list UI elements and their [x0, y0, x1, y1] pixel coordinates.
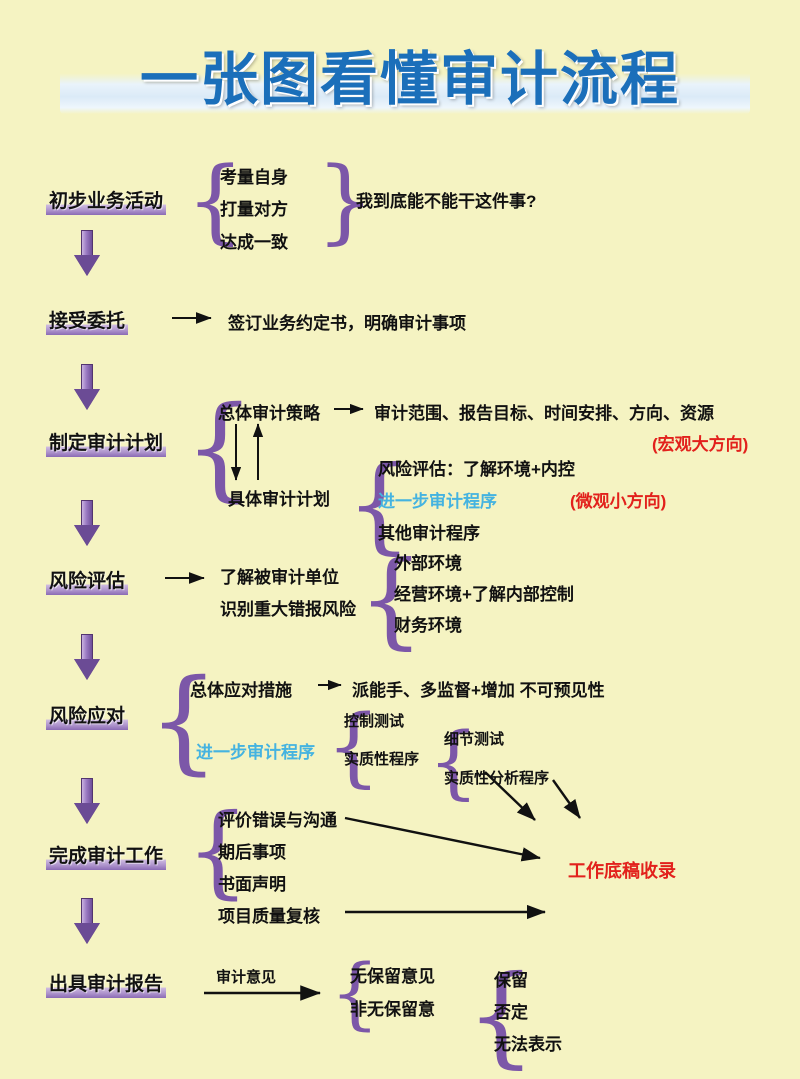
- risk-response-overall-detail: 派能手、多监督+增加 不可预见性: [352, 681, 605, 700]
- plan-detail-item-2: 其他审计程序: [378, 524, 480, 543]
- brace-open-substantive: {: [428, 715, 479, 808]
- risk-assess-sub-1: 经营环境+了解内部控制: [394, 585, 574, 604]
- brace-open-further: {: [326, 697, 381, 797]
- plan-detail-label: 具体审计计划: [228, 490, 330, 509]
- down-arrow-icon-3: [74, 500, 100, 546]
- risk-response-further-label: 进一步审计程序: [196, 743, 315, 762]
- step-label-risk-assess[interactable]: 风险评估: [46, 566, 129, 595]
- plan-strategy-note: (宏观大方向): [652, 435, 749, 454]
- preliminary-item-2: 达成一致: [220, 233, 288, 252]
- complete-item-1: 期后事项: [218, 843, 286, 862]
- title-band: [60, 36, 750, 114]
- step-label-accept[interactable]: 接受委托: [46, 306, 129, 335]
- down-arrow-icon-1: [74, 230, 100, 276]
- complete-item-2: 书面声明: [218, 875, 286, 894]
- opinion-item-1: 非无保留意: [350, 1000, 435, 1019]
- preliminary-item-0: 考量自身: [220, 168, 288, 187]
- arrow-to-workpapers-3: [344, 816, 541, 862]
- brace-open-plan: {: [184, 383, 256, 513]
- down-arrow-icon-4: [74, 634, 100, 680]
- complete-item-0: 评价错误与沟通: [218, 811, 337, 830]
- brace-open-preliminary: {: [186, 147, 245, 254]
- modified-type-0: 保留: [494, 971, 528, 990]
- brace-open-opinions: {: [330, 949, 380, 1039]
- plan-detail-note: (微观小方向): [570, 492, 667, 511]
- substantive-item-0: 细节测试: [444, 731, 505, 748]
- complete-item-3: 项目质量复核: [218, 907, 320, 926]
- step-label-complete[interactable]: 完成审计工作: [46, 841, 167, 870]
- report-arrow-label: 审计意见: [216, 969, 277, 986]
- substantive-item-1: 实质性分析程序: [444, 770, 550, 787]
- further-item-0: 控制测试: [344, 713, 405, 730]
- step-label-plan[interactable]: 制定审计计划: [46, 428, 167, 457]
- risk-assess-item-0: 了解被审计单位: [220, 568, 339, 587]
- down-arrow-icon-6: [74, 898, 100, 944]
- down-arrow-icon-5: [74, 778, 100, 824]
- accept-detail: 签订业务约定书，明确审计事项: [228, 314, 466, 333]
- plan-strategy-label: 总体审计策略: [218, 404, 320, 423]
- plan-detail-item-1: 进一步审计程序: [378, 492, 497, 511]
- plan-strategy-detail: 审计范围、报告目标、时间安排、方向、资源: [374, 404, 714, 423]
- risk-assess-sub-2: 财务环境: [394, 616, 462, 635]
- arrow-to-workpapers-2: [552, 779, 581, 819]
- preliminary-item-1: 打量对方: [220, 200, 288, 219]
- step-label-preliminary[interactable]: 初步业务活动: [46, 186, 167, 215]
- risk-response-overall-label: 总体应对措施: [190, 681, 292, 700]
- opinion-item-0: 无保留意见: [350, 967, 435, 986]
- step-label-report[interactable]: 出具审计报告: [46, 969, 167, 998]
- modified-type-2: 无法表示: [494, 1035, 562, 1054]
- brace-open-risk-assess: {: [358, 538, 425, 660]
- brace-open-plan-detail: {: [346, 443, 413, 565]
- preliminary-conclusion: 我到底能不能干这件事?: [356, 192, 537, 211]
- modified-type-1: 否定: [494, 1003, 528, 1022]
- plan-detail-item-0: 风险评估：了解环境+内控: [378, 460, 575, 479]
- down-arrow-icon-2: [74, 364, 100, 410]
- page-title: 一张图看懂审计流程: [139, 45, 680, 113]
- further-item-1: 实质性程序: [344, 751, 420, 768]
- brace-open-risk-response: {: [148, 656, 220, 786]
- step-label-risk-response[interactable]: 风险应对: [46, 701, 129, 730]
- brace-close-preliminary: }: [316, 147, 375, 254]
- risk-assess-item-1: 识别重大错报风险: [220, 600, 356, 619]
- brace-open-modified: {: [466, 951, 536, 1079]
- workpapers-outcome: 工作底稿收录: [568, 861, 676, 881]
- risk-assess-sub-0: 外部环境: [394, 554, 462, 573]
- brace-open-complete: {: [186, 792, 250, 909]
